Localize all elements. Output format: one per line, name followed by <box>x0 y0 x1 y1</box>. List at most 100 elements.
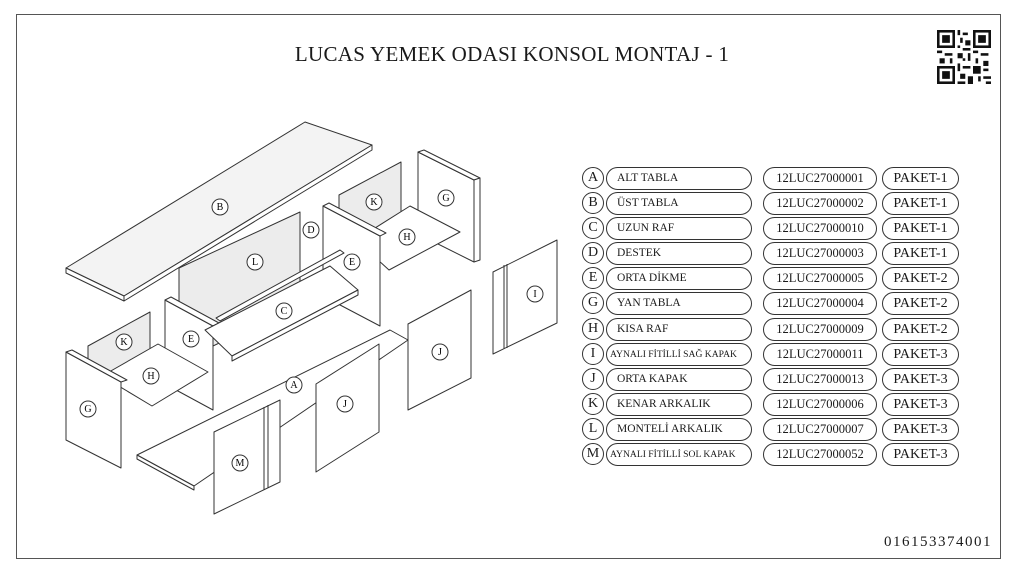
callout-label: G <box>84 404 91 415</box>
callout-label: A <box>290 380 298 391</box>
part-letter: K <box>582 392 604 415</box>
callout-circle <box>211 198 229 216</box>
callout-circle <box>302 221 320 239</box>
part-package: PAKET-3 <box>882 367 959 391</box>
part-name: MONTELİ ARKALIK <box>606 417 752 441</box>
callout-label: K <box>120 337 128 348</box>
part-name: KENAR ARKALIK <box>606 392 752 416</box>
part-letter: D <box>582 242 604 265</box>
part-package: PAKET-1 <box>882 192 959 216</box>
part-letter: H <box>582 317 604 340</box>
part-name: ORTA KAPAK <box>606 367 752 391</box>
callout-circle <box>398 228 416 246</box>
callout-label: J <box>438 347 442 358</box>
part-code: 12LUC27000003 <box>763 242 877 266</box>
callout-label: D <box>307 225 314 236</box>
part-name: AYNALI FİTİLLİ SAĞ KAPAK <box>606 342 752 366</box>
part-code: 12LUC27000002 <box>763 192 877 216</box>
callout-label: I <box>533 289 536 300</box>
part-package: PAKET-3 <box>882 443 959 467</box>
qr-code-icon <box>937 30 991 84</box>
drawing-frame <box>16 14 1001 559</box>
callout-label: H <box>147 371 154 382</box>
callout-circle <box>526 285 544 303</box>
part-code: 12LUC27000011 <box>763 342 877 366</box>
callout-circle <box>365 193 383 211</box>
callout-circle <box>142 367 160 385</box>
part-name: DESTEK <box>606 242 752 266</box>
part-package: PAKET-3 <box>882 342 959 366</box>
support-d <box>215 249 345 322</box>
callout-circle <box>275 302 293 320</box>
callout-circle <box>246 253 264 271</box>
part-package: PAKET-3 <box>882 417 959 441</box>
callout-circle <box>343 253 361 271</box>
part-labels: B K G D L E H C I K E H G A J J M <box>79 189 544 472</box>
part-code: 12LUC27000005 <box>763 267 877 291</box>
callout-label: B <box>217 202 224 213</box>
exploded-assembly-diagram: B K G D L E H C I K E H G A J J M <box>65 121 558 515</box>
callout-circle <box>285 376 303 394</box>
callout-circle <box>182 330 200 348</box>
part-name: ALT TABLA <box>606 167 752 190</box>
part-package: PAKET-2 <box>882 317 959 341</box>
callout-circle <box>431 343 449 361</box>
callout-label: M <box>236 458 245 469</box>
callout-circle <box>231 454 249 472</box>
door-right-i <box>492 239 558 355</box>
part-name: YAN TABLA <box>606 292 752 316</box>
part-name: UZUN RAF <box>606 217 752 241</box>
callout-circle <box>115 333 133 351</box>
part-package: PAKET-2 <box>882 292 959 316</box>
part-code: 12LUC27000007 <box>763 417 877 441</box>
callout-label: H <box>403 232 410 243</box>
callout-label: G <box>442 193 449 204</box>
part-name: ÜST TABLA <box>606 192 752 216</box>
part-package: PAKET-1 <box>882 167 959 190</box>
part-package: PAKET-1 <box>882 217 959 241</box>
callout-circle <box>336 395 354 413</box>
callout-label: E <box>188 334 194 345</box>
part-letter: E <box>582 267 604 290</box>
part-letter: G <box>582 292 604 315</box>
callout-label: K <box>370 197 378 208</box>
part-package: PAKET-3 <box>882 392 959 416</box>
part-letter: M <box>582 443 604 466</box>
callout-label: L <box>252 257 258 268</box>
part-code: 12LUC27000006 <box>763 392 877 416</box>
callout-label: E <box>349 257 355 268</box>
part-letter: L <box>582 417 604 440</box>
part-code: 12LUC27000004 <box>763 292 877 316</box>
part-name: AYNALI FİTİLLİ SOL KAPAK <box>606 443 752 467</box>
callout-circle <box>79 400 97 418</box>
part-name: KISA RAF <box>606 317 752 341</box>
part-letter: J <box>582 367 604 390</box>
part-code: 12LUC27000001 <box>763 167 877 190</box>
document-number: 016153374001 <box>884 534 992 550</box>
part-letter: I <box>582 342 604 365</box>
part-letter: C <box>582 217 604 240</box>
part-name: ORTA DİKME <box>606 267 752 291</box>
callout-label: J <box>343 399 347 410</box>
part-code: 12LUC27000010 <box>763 217 877 241</box>
callout-label: C <box>281 306 288 317</box>
part-letter: A <box>582 167 604 189</box>
page-title: LUCAS YEMEK ODASI KONSOL MONTAJ - 1 <box>294 42 730 66</box>
part-code: 12LUC27000013 <box>763 367 877 391</box>
part-package: PAKET-2 <box>882 267 959 291</box>
part-code: 12LUC27000009 <box>763 317 877 341</box>
part-code: 12LUC27000052 <box>763 443 877 467</box>
part-letter: B <box>582 192 604 215</box>
